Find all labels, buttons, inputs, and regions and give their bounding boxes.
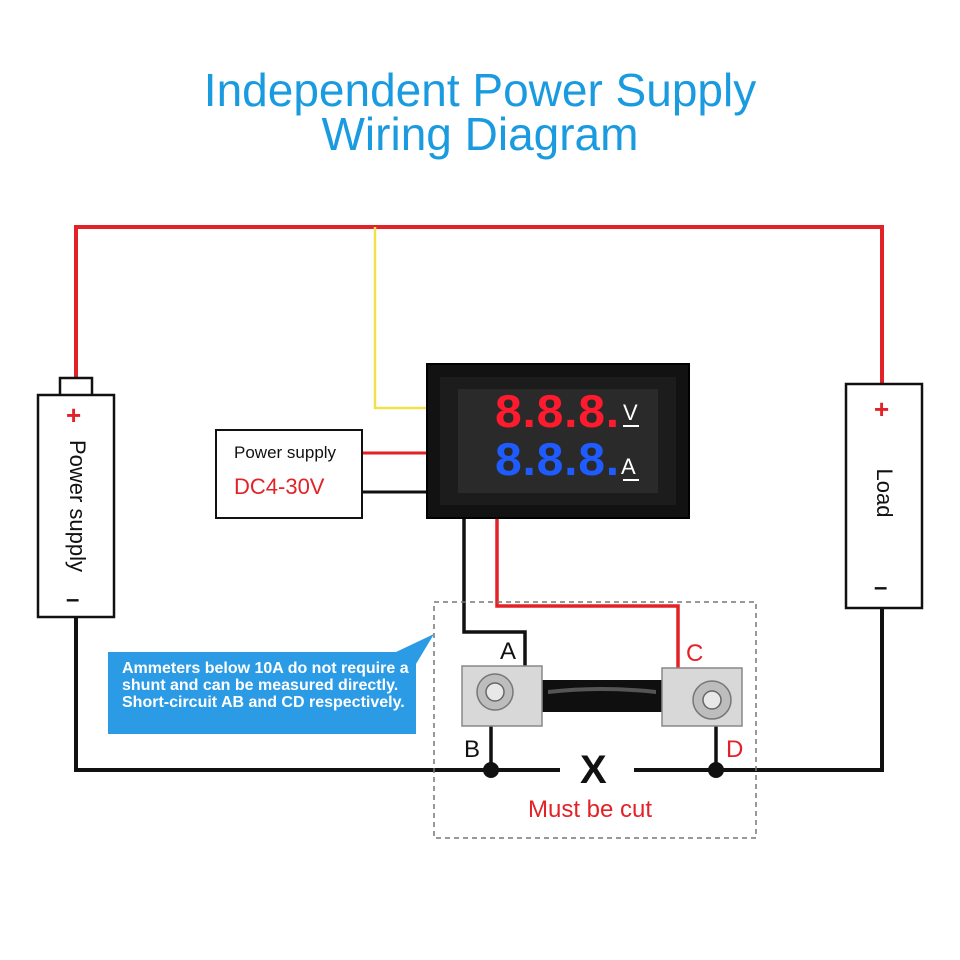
meter-digits-voltage: 8.8.8. <box>494 388 627 442</box>
terminal-c-label: C <box>686 640 704 667</box>
meter-display <box>458 389 658 493</box>
wires <box>74 225 884 772</box>
terminal-d-label: D <box>726 736 744 763</box>
meter-unit-current: A <box>621 454 636 479</box>
junction-d <box>708 762 724 778</box>
load-label: Load <box>872 468 897 518</box>
load-minus-sign: – <box>874 574 888 601</box>
power-supply-box-label: Power supply <box>234 443 337 462</box>
red-wire-top <box>74 225 884 384</box>
terminal-a-label: A <box>500 638 517 665</box>
meter-digits-current: 8.8.8. <box>494 436 627 490</box>
shunt-note-text: Ammeters below 10A do not require a shun… <box>122 660 409 711</box>
screw-left-inner <box>485 682 505 702</box>
shunt-strip-highlight <box>548 687 656 694</box>
shunt-strip <box>536 680 668 712</box>
battery-minus-sign: – <box>66 586 80 613</box>
battery-plus-sign: + <box>66 400 82 430</box>
meter-unit-voltage: V <box>623 400 638 425</box>
battery-cap <box>58 376 94 398</box>
power-supply-box <box>215 429 363 519</box>
diagram-title-line1: Independent Power Supply <box>203 64 757 116</box>
terminal-b-label: B <box>464 736 481 763</box>
power-supply-box-range: DC4-30V <box>234 474 325 499</box>
cut-mark: X <box>580 748 607 792</box>
battery-body <box>36 393 116 619</box>
junction-b <box>483 762 499 778</box>
black-wire-left-bottom <box>74 617 560 772</box>
cut-label: Must be cut <box>528 796 653 823</box>
diagram-title-line2: Wiring Diagram <box>321 108 639 160</box>
battery-label: Power supply <box>65 439 90 573</box>
black-wire-meter-a <box>462 515 527 666</box>
load-plus-sign: + <box>874 394 890 424</box>
yellow-wire <box>373 227 427 410</box>
note-callout-bg <box>108 634 434 734</box>
load-body <box>844 382 924 610</box>
red-wire-meter-c <box>495 515 680 668</box>
screw-right-inner <box>702 690 722 710</box>
